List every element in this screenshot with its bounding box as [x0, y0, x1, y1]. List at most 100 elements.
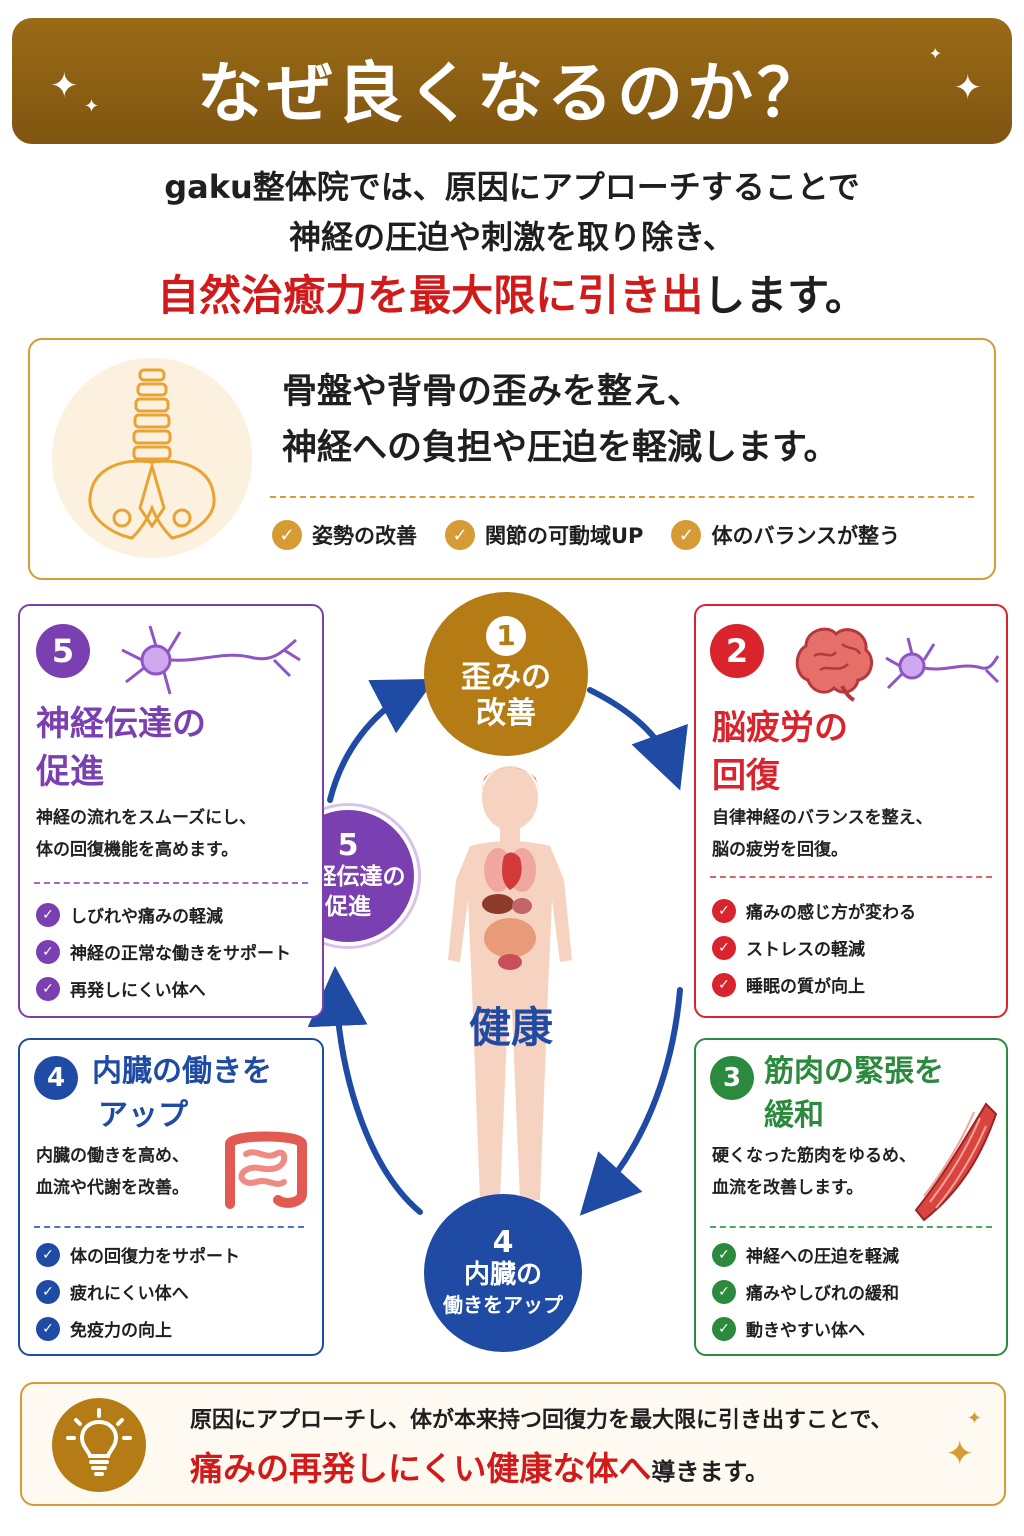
list-item-label: 痛みやしびれの緩和 [746, 1284, 899, 1304]
card-title-line: 内臓の働きを [92, 1054, 272, 1089]
lightbulb-icon-bg [52, 1398, 146, 1492]
step-number-badge: 4 [34, 1056, 78, 1100]
pelvis-section: 骨盤や背骨の歪みを整え、 神経への負担や圧迫を軽減します。 ✓ 姿勢の改善 ✓ … [28, 338, 996, 580]
sparkle-icon: ✦ [84, 96, 100, 117]
cycle-step-4: 4 内臓の 働きをアップ [424, 1194, 582, 1352]
intro-line-1: gaku整体院では、原因にアプローチすることで [164, 168, 860, 206]
card-description-line: 血流を改善します。 [712, 1178, 864, 1198]
step-number-badge: 5 [36, 624, 90, 678]
benefit-label: 体のバランスが整う [711, 524, 901, 548]
card-benefit-list: ✓しびれや痛みの軽減 ✓ 神経の正常な働きをサポート ✓ 再発しにくい体へ [36, 896, 291, 1007]
summary-ending: 導きます。 [651, 1458, 769, 1486]
list-item-label: 体の回復力をサポート [70, 1247, 240, 1267]
divider [710, 876, 992, 878]
arrow-2-to-3 [579, 987, 683, 1216]
list-item-label: 動きやすい体へ [746, 1321, 865, 1341]
list-item: ✓疲れにくい体へ [36, 1273, 240, 1310]
benefit-label: 姿勢の改善 [312, 524, 417, 548]
lightbulb-icon [66, 1408, 132, 1476]
divider [34, 1226, 304, 1228]
pelvis-spine-icon [88, 368, 216, 540]
check-icon: ✓ [36, 1242, 60, 1267]
card-description-line: 血流や代謝を改善。 [36, 1178, 189, 1198]
card-title: 脳疲労の 回復 [712, 704, 848, 800]
step-number-badge: 2 [710, 624, 764, 678]
cycle-step-label: 働きをアップ [443, 1293, 563, 1317]
benefit-label: 関節の可動域UP [485, 524, 644, 548]
neuron-icon [885, 637, 1000, 690]
title-banner: ✦ ✦ なぜ良くなるのか？ ✦ ✦ [12, 18, 1012, 144]
card-title-line: アップ [98, 1098, 188, 1133]
card-title-line: 神経伝達の [36, 704, 206, 744]
intro-ending: します。 [703, 271, 867, 320]
sparkle-icon: ✦ [928, 44, 942, 63]
card-description: 硬くなった筋肉をゆるめ、 血流を改善します。 [712, 1140, 916, 1204]
list-item-label: 痛みの感じ方が変わる [746, 903, 916, 923]
summary-line-1: 原因にアプローチし、体が本来持つ回復力を最大限に引き出すことで、 [190, 1408, 893, 1433]
card-nerve: 5 神経伝達の 促進 神経の流れをスムーズにし、 体の回復機能を高めます。 ✓し… [18, 604, 324, 1018]
benefit-item: ✓ 関節の可動域UP [445, 520, 643, 550]
list-item-label: 神経への圧迫を軽減 [746, 1247, 899, 1267]
list-item-label: 神経の正常な働きをサポート [70, 944, 291, 964]
list-item-label: 再発しにくい体へ [70, 981, 206, 1001]
cycle-step-label: 促進 [325, 894, 371, 920]
card-benefit-list: ✓ 神経への圧迫を軽減 ✓ 痛みやしびれの緩和 ✓ 動きやすい体へ [712, 1236, 899, 1347]
check-icon: ✓ [36, 1316, 60, 1341]
intro-line-2: 神経の圧迫や刺激を取り除き、 [289, 218, 735, 256]
arrow-5-to-1 [327, 678, 436, 803]
check-icon: ✓ [712, 1279, 736, 1304]
neuron-icon [121, 625, 301, 695]
sparkle-icon: ✦ [953, 68, 983, 108]
list-item: ✓ 痛みやしびれの緩和 [712, 1273, 899, 1310]
benefit-item: ✓ 体のバランスが整う [671, 520, 900, 550]
sparkle-icon: ✦ [50, 66, 79, 106]
cycle-step-label: 改善 [476, 696, 536, 731]
page-title: なぜ良くなるのか？ [197, 55, 827, 132]
card-muscle: 3 筋肉の緊張を 緩和 硬くなった筋肉をゆるめ、 血流を改善します。 ✓神経への… [694, 1038, 1008, 1356]
intro-line-3: 自然治癒力を最大限に引き出します。 [0, 262, 1024, 323]
card-description-line: 体の回復機能を高めます。 [36, 840, 239, 860]
card-organs: 4 内臓の働きを アップ 内臓の働きを高め、 血流や代謝を改善。 ✓ 体の回復力を… [18, 1038, 324, 1356]
cycle-step-number: 4 [492, 1225, 514, 1260]
list-item: ✓ 再発しにくい体へ [36, 970, 291, 1007]
card-description-line: 内臓の働きを高め、 [36, 1146, 189, 1166]
list-item-label: 疲れにくい体へ [70, 1284, 189, 1304]
list-item-label: ストレスの軽減 [746, 940, 865, 960]
card-title: 筋肉の緊張を 緩和 [764, 1050, 944, 1138]
check-icon: ✓ [712, 972, 736, 997]
sparkle-icon: ✦ [945, 1434, 975, 1474]
card-description: 神経の流れをスムーズにし、 体の回復機能を高めます。 [36, 802, 256, 866]
check-icon: ✓ [712, 935, 736, 960]
intro-emphasis: 自然治癒力を最大限に引き出 [157, 271, 704, 320]
check-icon: ✓ [712, 898, 736, 923]
card-description-line: 神経の流れをスムーズにし、 [36, 808, 257, 828]
check-icon: ✓ [272, 520, 302, 550]
card-title: 内臓の働きを アップ [92, 1050, 272, 1138]
cycle-step-number: 5 [337, 828, 359, 863]
summary-line-2: 痛みの再発しにくい健康な体へ導きます。 [190, 1442, 769, 1490]
pelvis-heading-line-2: 神経への負担や圧迫を軽減します。 [282, 428, 839, 468]
card-brain: 2 脳疲労の 回復 自律神経のバランスを整え、 脳の疲労を回復。 ✓ 痛みの感じ方… [694, 604, 1008, 1018]
list-item: ✓ 体の回復力をサポート [36, 1236, 240, 1273]
card-description: 自律神経のバランスを整え、 脳の疲労を回復。 [712, 802, 933, 866]
card-description-line: 硬くなった筋肉をゆるめ、 [712, 1146, 916, 1166]
human-body-icon [448, 766, 572, 1200]
card-description: 内臓の働きを高め、 血流や代謝を改善。 [36, 1140, 189, 1204]
check-icon: ✓ [36, 976, 60, 1001]
arrow-1-to-2 [587, 687, 688, 791]
benefit-item: ✓ 姿勢の改善 [272, 520, 417, 550]
list-item: ✓ 神経の正常な働きをサポート [36, 933, 291, 970]
check-icon: ✓ [445, 520, 475, 550]
card-title-line: 筋肉の緊張を [764, 1054, 944, 1089]
card-title-line: 促進 [36, 752, 104, 792]
check-icon: ✓ [36, 939, 60, 964]
card-description-line: 自律神経のバランスを整え、 [712, 808, 933, 828]
list-item: ✓免疫力の向上 [36, 1310, 240, 1347]
intestine-icon [225, 1131, 307, 1209]
pelvis-illustration-bg [52, 358, 252, 558]
divider [710, 1226, 992, 1228]
check-icon: ✓ [712, 1242, 736, 1267]
list-item: ✓睡眠の質が向上 [712, 966, 916, 1003]
list-item: ✓しびれや痛みの軽減 [36, 896, 291, 933]
sparkle-icon: ✦ [966, 1408, 982, 1429]
